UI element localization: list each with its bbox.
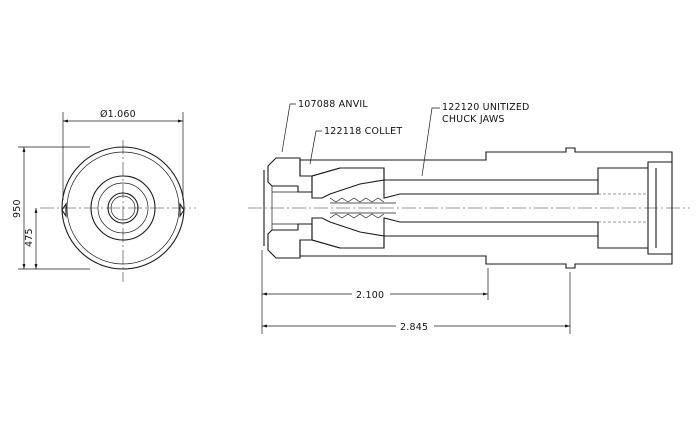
housing-lower	[299, 235, 673, 269]
jaws-upper	[383, 179, 599, 199]
housing-upper	[299, 147, 673, 181]
half-height-label: 475	[24, 228, 35, 247]
jaw-threads	[329, 197, 396, 219]
dim-2845-label: 2.845	[400, 322, 428, 333]
jaws-lower	[383, 217, 599, 237]
dim-2100-label: 2.100	[356, 290, 384, 301]
height-label: 950	[12, 199, 23, 218]
anvil-callout: 107088 ANVIL	[298, 99, 368, 110]
collet-upper	[311, 167, 385, 199]
collet-lower	[311, 217, 385, 249]
anvil-upper	[267, 157, 313, 193]
jaws-callout-line1: 122120 UNITIZED	[442, 102, 530, 113]
diameter-label: Ø1.060	[100, 109, 136, 120]
jaws-callout-line2: CHUCK JAWS	[442, 114, 505, 125]
end-view: Ø1.060 950 475	[12, 109, 196, 282]
collet-callout: 122118 COLLET	[324, 126, 402, 137]
section-view: 107088 ANVIL 122118 COLLET 122120 UNITIZ…	[248, 99, 690, 334]
anvil-lower	[267, 223, 313, 259]
